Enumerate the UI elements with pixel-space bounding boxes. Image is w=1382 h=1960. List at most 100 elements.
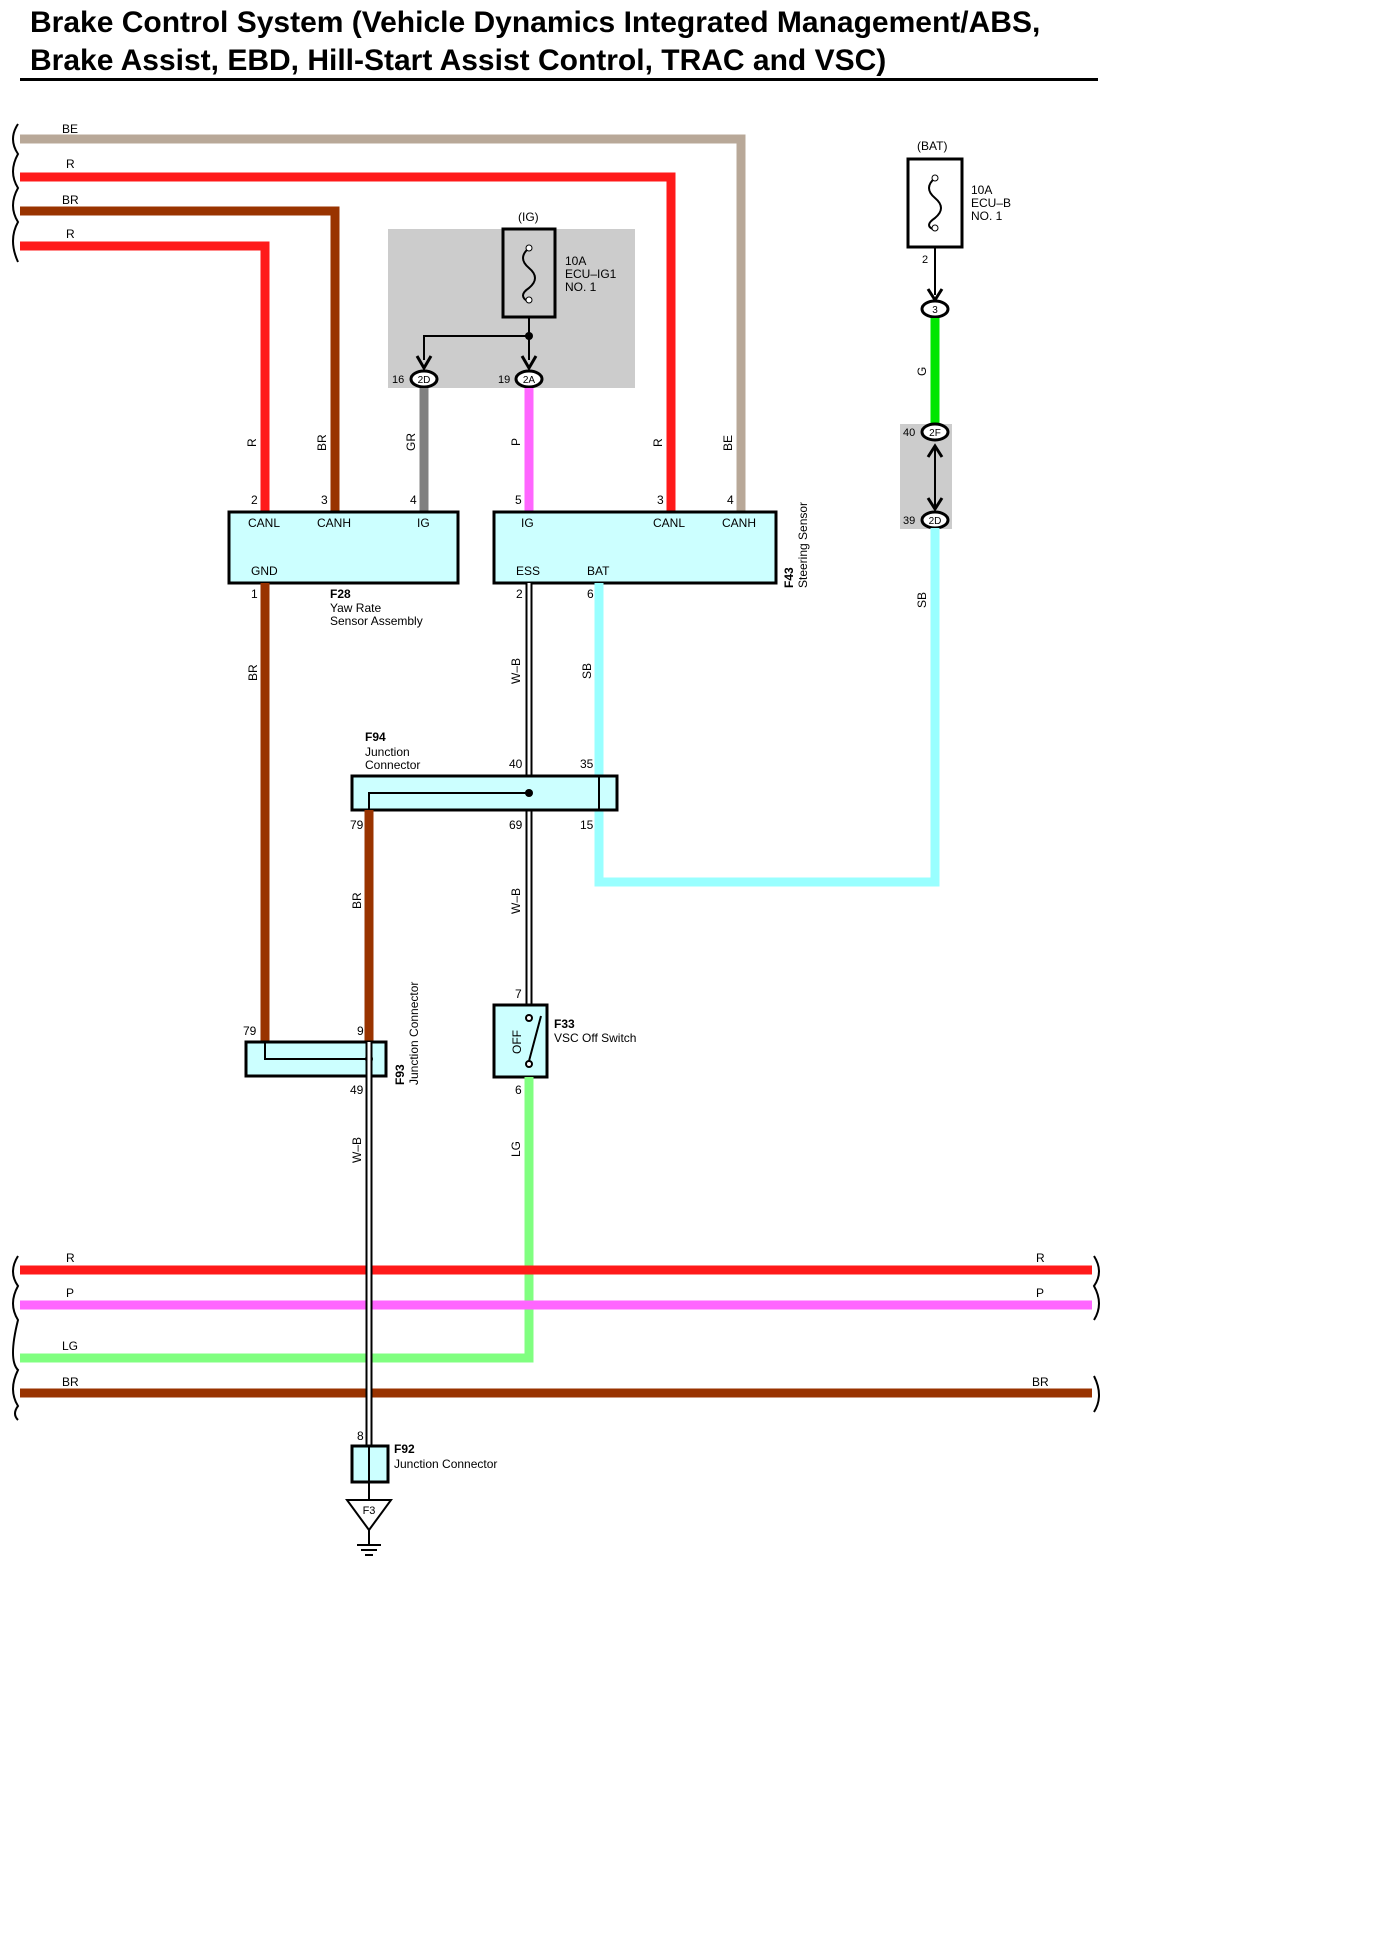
f33-contact-bot (525, 1060, 533, 1068)
bus-break-mark (12, 1255, 20, 1421)
fuse-ig-icon (522, 247, 536, 303)
fuse-bat-rating: 10A (971, 183, 992, 197)
wire-label-sb-bat: SB (915, 592, 929, 608)
f43-label-canl: CANL (653, 516, 685, 530)
bus-break-mark (12, 123, 20, 263)
f43-pin-ig: 5 (515, 493, 522, 507)
f43-pin-canl: 3 (657, 493, 664, 507)
connector-3 (920, 299, 950, 319)
fuse-ig-name: ECU–IG1 (565, 267, 617, 281)
f93-pin-79: 79 (243, 1024, 257, 1038)
f33-name: VSC Off Switch (554, 1031, 636, 1045)
f43-pin-canh: 4 (727, 493, 734, 507)
fuse-ig-group: (IG) 10A ECU–IG1 NO. 1 2D 16 2A 19 (388, 210, 635, 389)
wire-label-wb-f93: W–B (350, 1137, 364, 1163)
top-bus-label-1: BE (62, 122, 78, 136)
wire-label-br-f94: BR (350, 892, 364, 909)
f28-yaw-rate-sensor: 2 3 4 CANL CANH IG GND 1 F28 Yaw Rate Se… (227, 493, 460, 628)
wire-label-f28-br: BR (315, 434, 329, 451)
arrow-icon (926, 497, 944, 512)
connector-2a-ig-id: 2A (523, 375, 536, 386)
f43-code: F43 (782, 567, 796, 588)
f94-internal-link (368, 792, 529, 810)
connector-2d-ig-id: 2D (418, 375, 431, 386)
f28-pin-canh: 3 (321, 493, 328, 507)
f28-body (227, 510, 460, 585)
f28-pin-gnd: 1 (251, 587, 258, 601)
f28-pin-canl: 2 (251, 493, 258, 507)
ground-point-icon (345, 1499, 393, 1532)
f33-contact-top (525, 1014, 533, 1022)
arrow-icon (415, 355, 433, 371)
f93-internal-link (264, 1042, 369, 1060)
f43-body (492, 510, 778, 585)
f33-code: F33 (554, 1017, 575, 1031)
fuse-ig-branch (423, 317, 530, 360)
wire-label-g: G (915, 367, 929, 376)
f43-label-ig: IG (521, 516, 534, 530)
wire-label-lg: LG (509, 1141, 523, 1157)
f43-name: Steering Sensor (796, 502, 810, 588)
wire-br-top (20, 206, 340, 512)
bottom-bus-label-r-right: R (1036, 1251, 1045, 1265)
connector-2a-ig (514, 369, 544, 389)
fuse-bat-group: (BAT) 10A ECU–B NO. 1 2 3 G 2F 40 2D 39 (900, 139, 1011, 530)
f94-name-2: Connector (365, 758, 420, 772)
f28-label-canh: CANH (317, 516, 351, 530)
fuse-bat-term-bot (931, 224, 939, 232)
f28-pin-ig: 4 (410, 493, 417, 507)
f33-off-label: OFF (510, 1030, 524, 1054)
f43-pin-bat: 6 (587, 587, 594, 601)
f93-pin-9: 9 (357, 1024, 364, 1038)
page-title: Brake Control System (Vehicle Dynamics I… (30, 4, 1100, 80)
f92-name: Junction Connector (394, 1457, 497, 1471)
f94-pin-15: 15 (580, 818, 594, 832)
top-bus: BE R BR R (12, 122, 746, 512)
f28-name-1: Yaw Rate (330, 601, 381, 615)
connector-2d-ig-pin: 16 (392, 374, 404, 386)
f93-code: F93 (393, 1064, 407, 1085)
f33-switch-blade (528, 1015, 542, 1062)
top-bus-label-2: R (66, 157, 75, 171)
fuse-bat-header: (BAT) (917, 139, 947, 153)
f94-pin-40: 40 (509, 757, 523, 771)
fuse-ig-rating: 10A (565, 254, 586, 268)
f28-code: F28 (330, 587, 351, 601)
title-line-1: Brake Control System (Vehicle Dynamics I… (30, 6, 1041, 39)
f28-label-gnd: GND (251, 564, 278, 578)
wire-label-f43-be: BE (721, 435, 735, 451)
f33-pin-6: 6 (515, 1083, 522, 1097)
wire-label-f43-r: R (651, 438, 665, 447)
fuse-bat-icon (928, 177, 942, 231)
fuse-bat-name: ECU–B (971, 196, 1011, 210)
bottom-bus-label-r: R (66, 1251, 75, 1265)
f93-pin-49: 49 (350, 1083, 364, 1097)
arrow-icon (520, 355, 538, 371)
f43-label-bat: BAT (587, 564, 610, 578)
wire-label-br-gnd: BR (246, 664, 260, 681)
fuse-bat-body (906, 157, 964, 249)
fuse-ig-num: NO. 1 (565, 280, 597, 294)
fuse-ig-term-bot (525, 296, 533, 304)
f33-body (492, 1003, 549, 1079)
connector-2f-pin: 40 (903, 427, 915, 439)
bottom-bus-label-br-right: BR (1032, 1375, 1049, 1389)
f93-name: Junction Connector (407, 982, 421, 1085)
wire-r-top-1 (20, 172, 676, 512)
bottom-bus: R P LG BR R P BR (12, 1251, 1100, 1421)
f93-junction-connector: 79 9 F93 Junction Connector 49 (243, 982, 421, 1097)
f43-label-ess: ESS (516, 564, 540, 578)
f43-steering-sensor: 5 3 4 IG CANL CANH ESS BAT 2 6 F43 Steer… (492, 493, 810, 601)
wiring-diagram: BE R BR R (IG) 10A ECU–IG1 NO. 1 2D 16 2… (12, 122, 1100, 1556)
fuse-bat-num: NO. 1 (971, 209, 1003, 223)
f92-junction-connector: 8 F92 Junction Connector F3 (345, 1429, 497, 1556)
f28-name-2: Sensor Assembly (330, 614, 423, 628)
bottom-bus-label-p-right: P (1036, 1286, 1044, 1300)
connector-2f-id: 2F (929, 428, 941, 439)
bus-break-mark (1092, 1255, 1100, 1413)
connector-2d-ig (409, 369, 439, 389)
wire-label-wb-f94: W–B (509, 888, 523, 914)
arrow-icon (926, 443, 944, 458)
wire-label-f43-p: P (509, 438, 523, 446)
f94-code: F94 (365, 730, 386, 744)
